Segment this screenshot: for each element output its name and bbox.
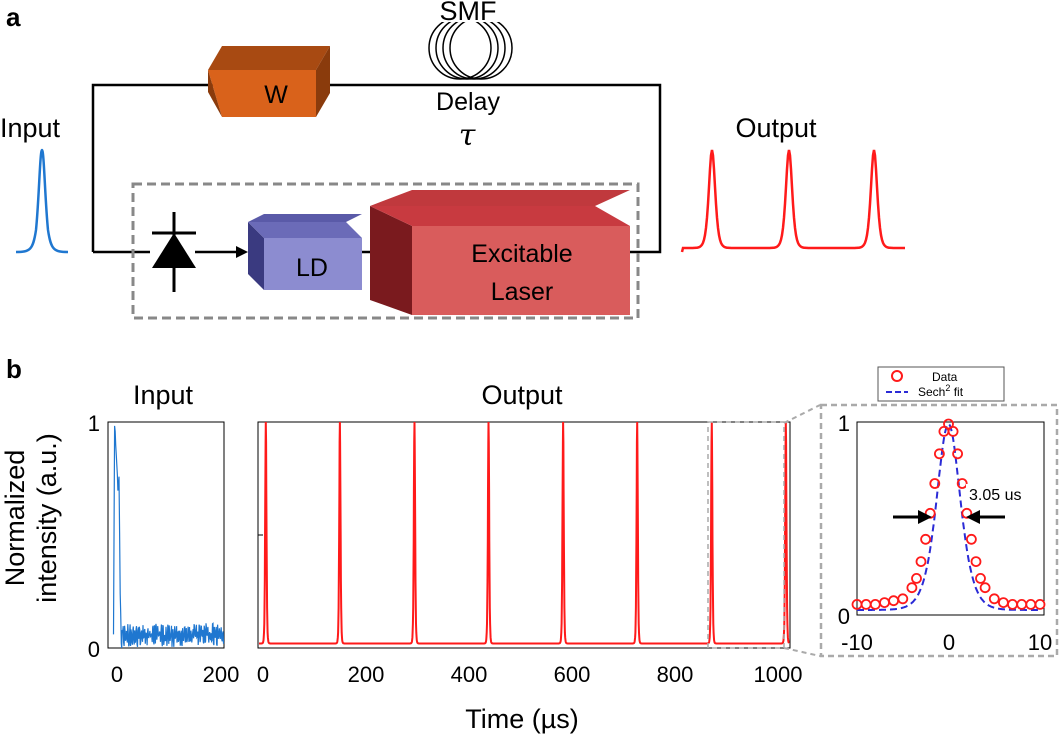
zoom-data-point <box>915 556 927 567</box>
zoom-data-point <box>934 448 945 460</box>
input-ytick-1: 1 <box>88 411 100 436</box>
ld-box <box>248 214 362 290</box>
zoom-data-point <box>888 595 899 607</box>
zoom-data-point <box>975 573 986 584</box>
output-label: Output <box>735 113 817 143</box>
zoom-inset-frame <box>819 403 1059 658</box>
tau-label: τ <box>459 118 476 153</box>
zoom-plot-frame <box>856 421 1045 616</box>
legend-data-label: Data <box>932 370 958 384</box>
zoom-data-point <box>970 556 982 567</box>
input-plot-frame <box>107 421 225 649</box>
zoom-data-point <box>906 582 918 594</box>
loop-wire <box>91 83 662 254</box>
excitable-label: Excitable <box>471 240 572 268</box>
output-xtick-1000: 1000 <box>754 662 803 687</box>
smf-coil-icon <box>428 16 513 80</box>
zoom-data-point <box>947 425 959 437</box>
zoom-data-point <box>879 597 890 608</box>
zoom-data-point <box>998 597 1009 608</box>
sech2-fit-line <box>857 422 1040 611</box>
photodiode-icon <box>152 212 196 292</box>
fwhm-arrow-right-icon <box>966 510 1005 524</box>
zoom-data-point <box>1007 599 1018 610</box>
zoom-xtick-neg10: -10 <box>841 630 873 655</box>
zoom-data-point <box>920 533 931 545</box>
zoom-data-point <box>988 593 1000 605</box>
smf-label-bg <box>425 0 515 22</box>
zoom-connector-top <box>783 404 821 424</box>
zoom-connector-bottom <box>783 647 821 657</box>
zoom-data-point <box>952 448 963 460</box>
zoom-data-point <box>966 533 977 545</box>
fwhm-arrow-left-icon <box>893 510 932 524</box>
output-xtick-400: 400 <box>451 662 488 687</box>
legend-data-marker <box>891 370 903 382</box>
zoom-data-point <box>961 507 973 519</box>
zoom-data-point <box>929 478 941 489</box>
zoom-xtick-10: 10 <box>1028 630 1052 655</box>
zoom-data-point <box>1034 599 1046 610</box>
ylabel-line1: Normalized <box>0 450 30 587</box>
input-xtick-0: 0 <box>111 662 123 687</box>
output-xtick-200: 200 <box>348 662 385 687</box>
panel-a-letter: a <box>6 2 21 32</box>
zoom-data-point <box>979 582 991 594</box>
xlabel: Time (µs) <box>465 704 579 734</box>
delay-label: Delay <box>436 88 500 116</box>
ylabel-line2: intensity (a.u.) <box>32 433 62 603</box>
zoom-source-box <box>707 421 785 649</box>
output-plot-title: Output <box>481 380 563 410</box>
w-attenuator-box <box>208 46 330 117</box>
w-label: W <box>264 81 288 109</box>
zoom-data-point <box>860 599 872 610</box>
ld-label: LD <box>296 254 328 282</box>
input-ytick-0: 0 <box>88 637 100 662</box>
input-label: Input <box>0 113 61 143</box>
zoom-data-point <box>956 478 968 489</box>
output-pulses-trace <box>680 149 905 253</box>
zoom-data-point <box>943 418 954 430</box>
excitable-laser-box <box>370 190 630 315</box>
zoom-data-points <box>851 418 1046 610</box>
input-xtick-200: 200 <box>203 662 240 687</box>
input-plot-title: Input <box>133 380 194 410</box>
zoom-legend: Data Sech2 fit <box>877 366 1005 402</box>
zoom-data-point <box>897 593 909 605</box>
smf-label: SMF <box>440 0 497 26</box>
zoom-ytick-0: 0 <box>838 604 850 629</box>
input-measured-trace <box>112 425 225 649</box>
output-measured-trace <box>259 421 790 645</box>
zoom-ytick-1: 1 <box>838 411 850 436</box>
zoom-data-point <box>1025 599 1037 610</box>
zoom-data-point <box>1016 599 1028 610</box>
input-pulse-trace <box>15 148 69 254</box>
panel-b-letter: b <box>6 354 22 384</box>
arrow-to-ld <box>236 246 248 258</box>
laser-label: Laser <box>491 278 554 306</box>
legend-fit-label: Sech2 fit <box>918 383 964 399</box>
dashed-enclosure <box>131 182 640 320</box>
fwhm-label: 3.05 us <box>969 487 1021 504</box>
zoom-data-point <box>911 573 922 584</box>
delay-label-bg <box>425 87 515 115</box>
output-xtick-0: 0 <box>257 662 269 687</box>
fwhm-label-bg <box>966 484 1032 504</box>
zoom-xtick-0: 0 <box>943 630 955 655</box>
output-xtick-600: 600 <box>554 662 591 687</box>
output-xtick-800: 800 <box>657 662 694 687</box>
zoom-data-point <box>869 599 881 610</box>
